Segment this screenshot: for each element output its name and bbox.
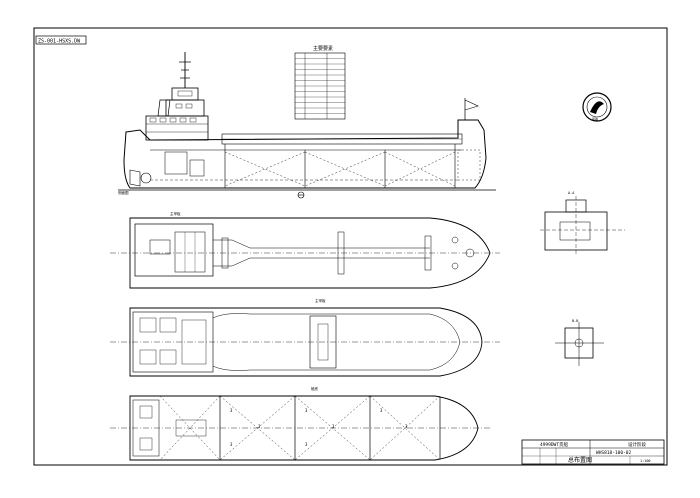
particulars-title: 主要要素	[313, 45, 333, 52]
hold-number: 3	[380, 408, 383, 413]
hold-number: 3	[332, 424, 335, 429]
section-view-b	[555, 322, 604, 366]
section-a-label: A-A	[568, 191, 575, 195]
upper-deck-label: 主甲板	[170, 211, 181, 216]
upper-deck-plan	[110, 217, 500, 289]
company-logo: 船舶	[582, 92, 612, 122]
main-deck-label: 主甲板	[315, 298, 326, 303]
drawing-code: ZS-001-HSXS.DW	[38, 39, 81, 45]
title-block	[521, 439, 665, 465]
hold-number: 3	[405, 424, 408, 429]
drawing-code-box	[35, 35, 87, 45]
drawing-frame	[33, 27, 668, 466]
title-block-drawing-number: WHS818-100-02	[596, 450, 632, 456]
title-block-scale: 1:100	[640, 459, 651, 463]
hold-number: 3	[305, 442, 308, 447]
hold-numbers: 3 3 3 3 3 3 3 3	[230, 408, 408, 447]
logo-text: 船舶	[592, 116, 598, 121]
hold-number: 3	[305, 408, 308, 413]
hold-number: 3	[230, 442, 233, 447]
title-block-title: 总布置图	[568, 456, 592, 464]
section-view-a	[540, 196, 625, 256]
hold-number: 3	[258, 424, 261, 429]
hold-number: 3	[230, 408, 233, 413]
profile-label: 侧面图	[118, 190, 129, 195]
particulars-table: 主要要素	[294, 45, 346, 120]
hold-plan	[110, 395, 490, 461]
section-b-label: B-B	[572, 319, 578, 323]
main-deck-plan	[110, 307, 500, 377]
title-block-project: 4999DWT货船	[540, 441, 568, 448]
profile-view	[118, 52, 496, 199]
hold-label: 舱底	[311, 386, 319, 391]
title-block-header: 设计阶段	[628, 441, 646, 448]
